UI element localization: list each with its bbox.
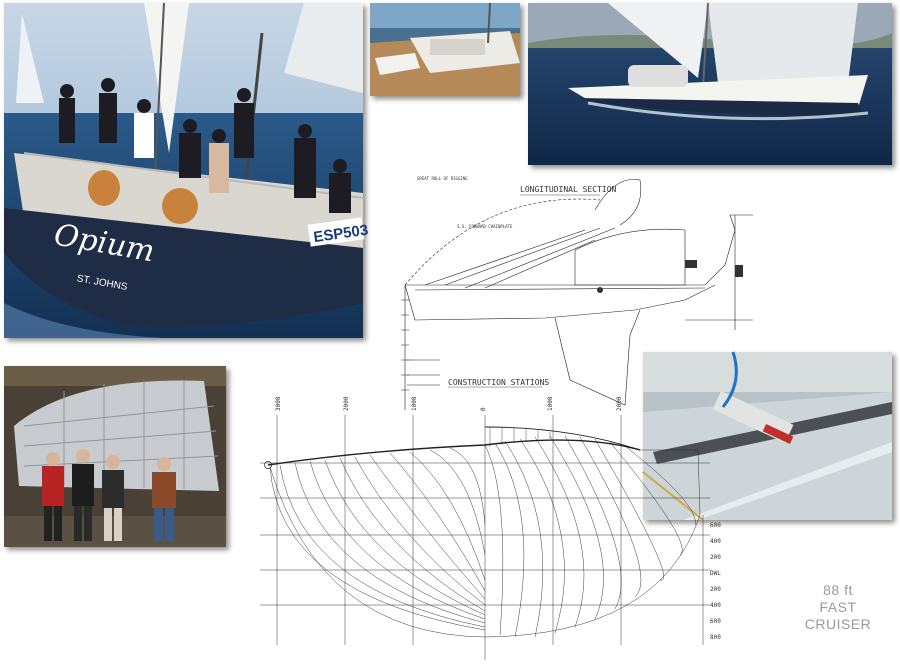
drawing-longitudinal-section: LONGITUDINAL SECTION GREAT ROLL OF RIGGI… [385, 170, 755, 410]
caption-type-line1: FAST [819, 599, 857, 615]
tick-top-5: 2000 [616, 396, 623, 411]
tick-right-7: 800 [710, 634, 721, 641]
tick-top-2: 1000 [411, 396, 418, 411]
photo-cnc-machine [642, 351, 892, 521]
tick-right-5: 400 [710, 602, 721, 609]
drawing-construction-stations: CONSTRUCTION STATIONS 3000 2000 1000 0 1… [240, 375, 730, 665]
tick-right-2: 200 [710, 554, 721, 561]
photo-deck-view [370, 2, 520, 96]
tick-right-4: 200 [710, 586, 721, 593]
tick-right-0: 600 [710, 522, 721, 529]
chainplate-note: S.S. FORWARD CHAINPLATE [457, 224, 513, 229]
construction-stations-title: CONSTRUCTION STATIONS [448, 378, 549, 387]
longitudinal-section-title: LONGITUDINAL SECTION [520, 185, 617, 194]
rigging-note: GREAT ROLL OF RIGGING [417, 176, 468, 181]
photo-sailboat-crew: ESP503 Opium ST. JOHNS [4, 2, 369, 338]
tick-right-1: 400 [710, 538, 721, 545]
tick-right-6: 600 [710, 618, 721, 625]
photo-hull-construction [4, 366, 226, 547]
tick-top-0: 3000 [275, 396, 282, 411]
caption-length: 88 ft [823, 582, 853, 598]
photo-yacht-sailing [528, 2, 892, 165]
tick-right-3: DWL [710, 570, 721, 577]
caption-type-line2: CRUISER [804, 616, 872, 632]
model-caption: 88 ft FAST CRUISER [786, 582, 890, 633]
tick-top-4: 1000 [547, 396, 554, 411]
tick-top-1: 2000 [343, 396, 350, 411]
tick-top-3: 0 [480, 407, 487, 411]
